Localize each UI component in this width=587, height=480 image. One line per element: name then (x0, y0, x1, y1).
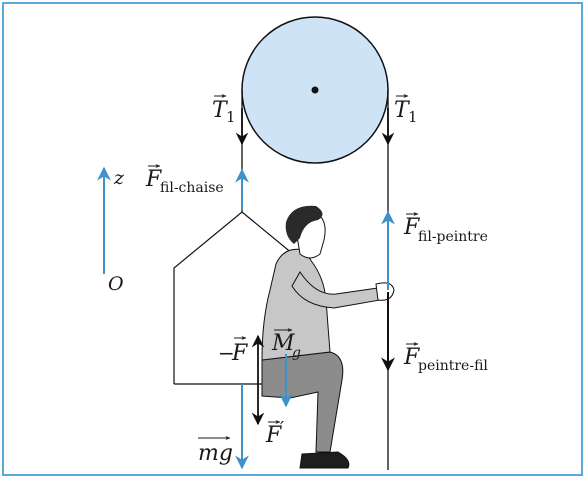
svg-text:M: M (271, 331, 295, 356)
svg-text:g: g (292, 345, 301, 361)
svg-text:fil-peintre: fil-peintre (418, 229, 488, 245)
svg-text:F: F (231, 341, 248, 366)
svg-text:fil-chaise: fil-chaise (160, 180, 224, 196)
svg-text:F: F (403, 215, 420, 240)
svg-text:mg: mg (198, 441, 233, 466)
svg-text:−: − (218, 341, 235, 365)
painter (261, 205, 395, 469)
label-t1-left: T 1 (212, 94, 236, 126)
label-origin: O (108, 273, 124, 295)
svg-text:F: F (265, 423, 282, 448)
svg-text:′: ′ (280, 418, 284, 439)
label-minus-f: − F (218, 336, 248, 366)
label-f-prime: F ′ (265, 418, 284, 448)
label-mg: mg (198, 436, 233, 466)
label-t1-right: T 1 (394, 94, 418, 126)
svg-text:F: F (403, 345, 420, 370)
label-f-peintre-fil: F peintre-fil (403, 342, 488, 374)
svg-text:peintre-fil: peintre-fil (418, 358, 488, 374)
svg-text:1: 1 (226, 108, 236, 126)
chair-outline (173, 211, 311, 384)
svg-text:T: T (394, 98, 411, 123)
label-f-fil-peintre: F fil-peintre (403, 212, 488, 245)
label-m-g: M g (271, 328, 301, 361)
label-z: z (113, 167, 125, 189)
pulley-axle (311, 86, 319, 94)
svg-text:T: T (212, 98, 229, 123)
label-f-fil-chaise: F fil-chaise (145, 164, 224, 196)
svg-text:1: 1 (408, 108, 418, 126)
svg-text:F: F (145, 167, 162, 192)
